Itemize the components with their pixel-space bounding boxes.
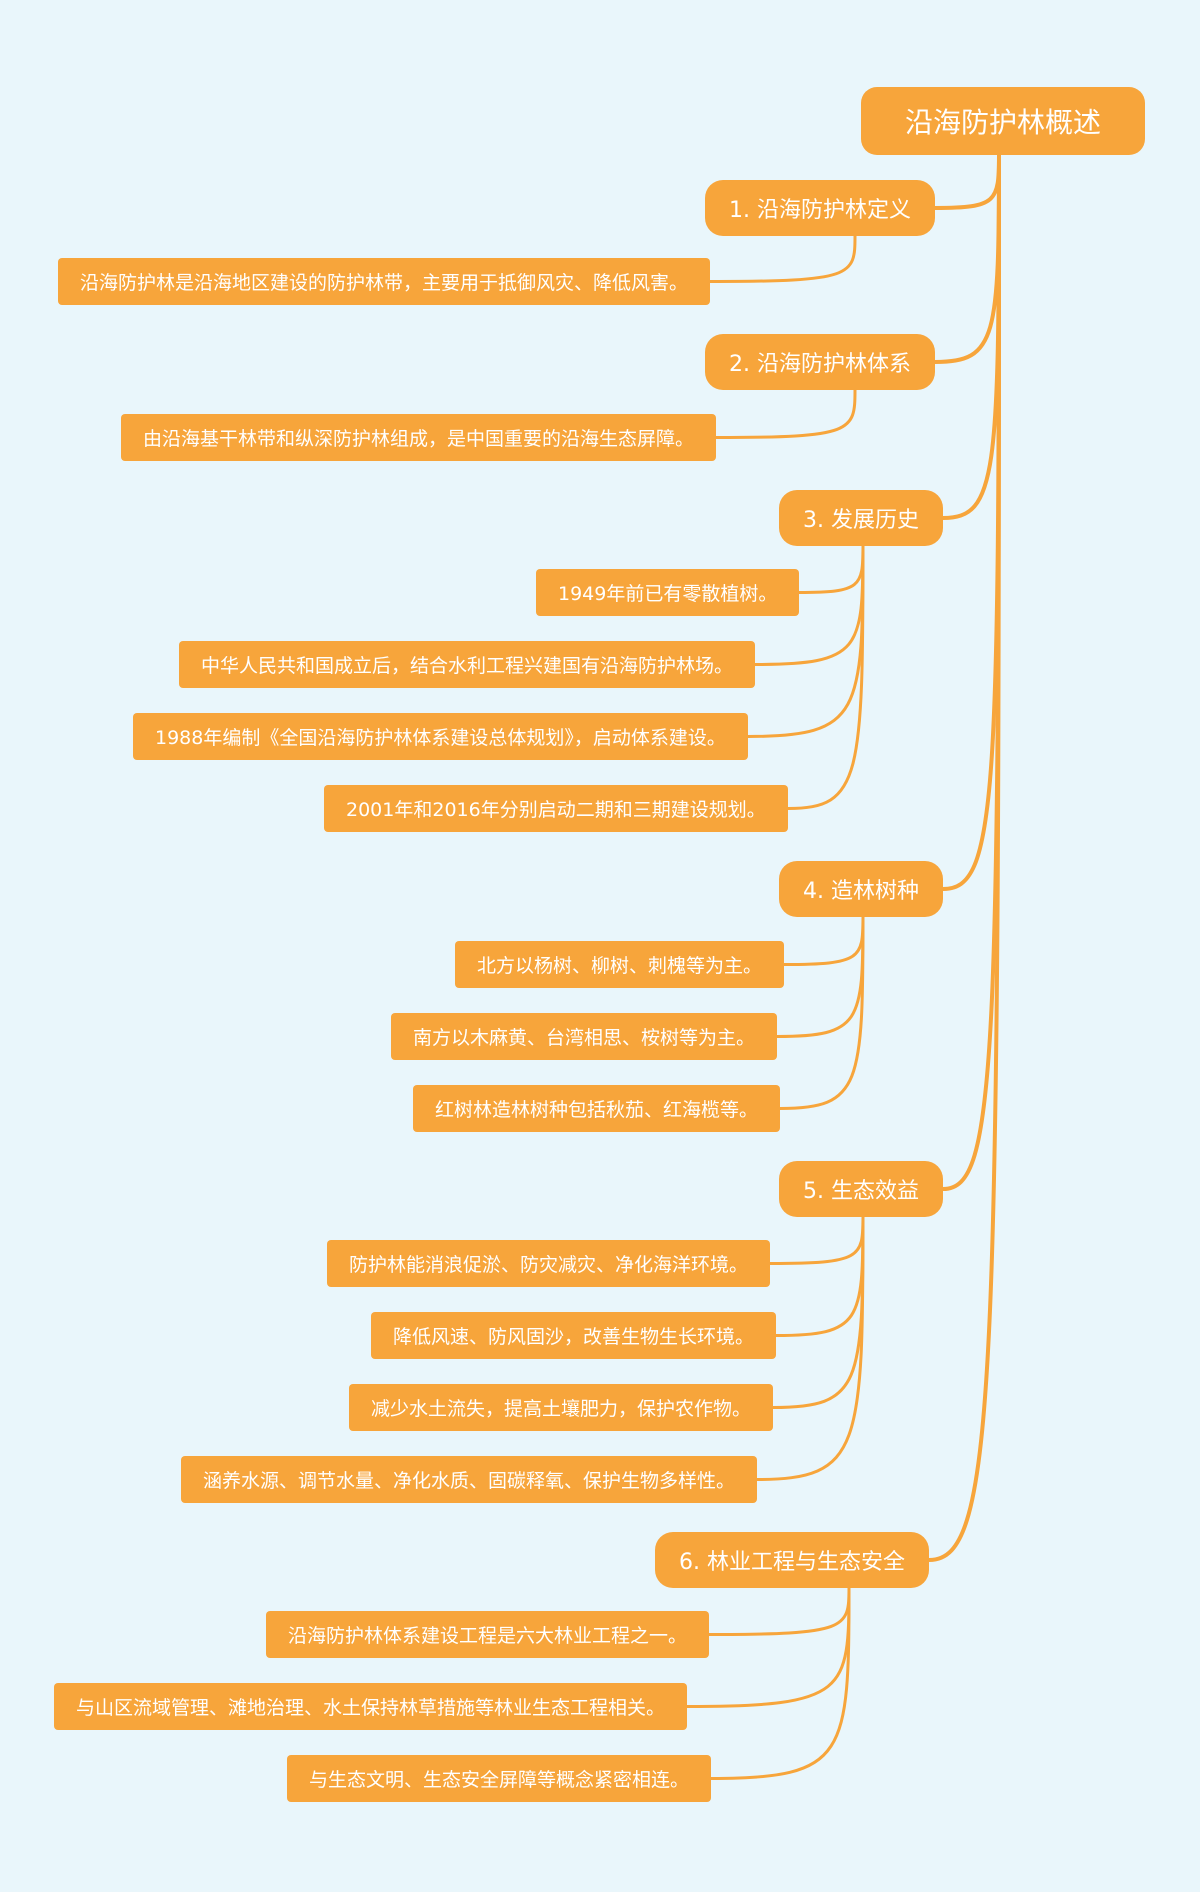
connector-line	[927, 153, 1001, 1562]
connector-line	[774, 1215, 865, 1337]
leaf-topic[interactable]: 南方以木麻黄、台湾相思、桉树等为主。	[391, 1013, 778, 1060]
connector-line	[768, 1215, 865, 1265]
leaf-topic[interactable]: 与生态文明、生态安全屏障等概念紧密相连。	[287, 1755, 712, 1802]
connector-line	[778, 915, 865, 1110]
connector-line	[708, 234, 857, 283]
branch-topic[interactable]: 3. 发展历史	[779, 490, 943, 546]
connector-line	[685, 1586, 851, 1708]
leaf-topic[interactable]: 2001年和2016年分别启动二期和三期建设规划。	[324, 785, 788, 832]
leaf-topic[interactable]: 沿海防护林是沿海地区建设的防护林带，主要用于抵御风灾、降低风害。	[58, 258, 711, 305]
connector-line	[707, 1586, 851, 1636]
connector-line	[797, 544, 865, 594]
connector-line	[775, 915, 865, 1038]
leaf-topic[interactable]: 北方以杨树、柳树、刺槐等为主。	[455, 941, 785, 988]
leaf-topic[interactable]: 1949年前已有零散植树。	[536, 569, 800, 616]
connector-line	[755, 1215, 865, 1481]
leaf-topic[interactable]: 防护林能消浪促淤、防灾减灾、净化海洋环境。	[327, 1240, 771, 1287]
connector-line	[941, 153, 1001, 1191]
branch-topic[interactable]: 1. 沿海防护林定义	[705, 180, 935, 236]
connector-line	[714, 388, 857, 439]
connector-line	[782, 915, 865, 966]
connector-line	[709, 1586, 851, 1780]
leaf-topic[interactable]: 红树林造林树种包括秋茄、红海榄等。	[413, 1085, 781, 1132]
connector-line	[786, 544, 865, 810]
branch-topic[interactable]: 6. 林业工程与生态安全	[655, 1532, 929, 1588]
branch-topic[interactable]: 2. 沿海防护林体系	[705, 334, 935, 390]
branch-topic[interactable]: 4. 造林树种	[779, 861, 943, 917]
connector-line	[933, 153, 1001, 364]
branch-topic[interactable]: 5. 生态效益	[779, 1161, 943, 1217]
leaf-topic[interactable]: 沿海防护林体系建设工程是六大林业工程之一。	[266, 1611, 710, 1658]
root-topic[interactable]: 沿海防护林概述	[861, 87, 1145, 155]
leaf-topic[interactable]: 减少水土流失，提高土壤肥力，保护农作物。	[349, 1384, 774, 1431]
leaf-topic[interactable]: 涵养水源、调节水量、净化水质、固碳释氧、保护生物多样性。	[181, 1456, 758, 1503]
leaf-topic[interactable]: 降低风速、防风固沙，改善生物生长环境。	[371, 1312, 777, 1359]
leaf-topic[interactable]: 1988年编制《全国沿海防护林体系建设总体规划》，启动体系建设。	[133, 713, 748, 760]
leaf-topic[interactable]: 由沿海基干林带和纵深防护林组成，是中国重要的沿海生态屏障。	[121, 414, 717, 461]
leaf-topic[interactable]: 与山区流域管理、滩地治理、水土保持林草措施等林业生态工程相关。	[54, 1683, 688, 1730]
connector-line	[933, 153, 1001, 210]
connector-line	[941, 153, 1001, 891]
leaf-topic[interactable]: 中华人民共和国成立后，结合水利工程兴建国有沿海防护林场。	[179, 641, 756, 688]
connector-line	[771, 1215, 865, 1409]
